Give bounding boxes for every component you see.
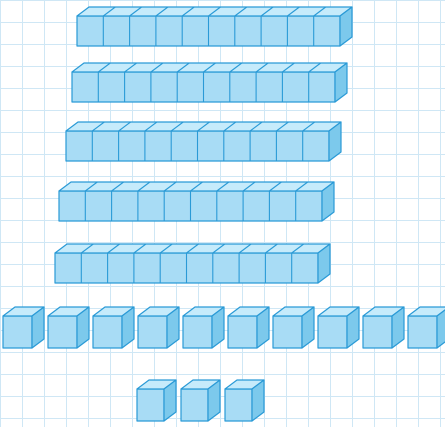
unit-cube-row-1-3 xyxy=(93,307,134,348)
unit-cube-row-1-10 xyxy=(408,307,445,348)
ten-rod-4 xyxy=(59,182,334,221)
ten-rod-3 xyxy=(66,122,341,161)
unit-cube-row-1-9 xyxy=(363,307,404,348)
unit-cube-row-1-4 xyxy=(138,307,179,348)
unit-cube-row-1-1 xyxy=(3,307,44,348)
ten-rod-5 xyxy=(55,244,330,283)
unit-cube-row-1-7 xyxy=(273,307,314,348)
ten-rod-2 xyxy=(72,63,347,102)
unit-cube-row-1-2 xyxy=(48,307,89,348)
unit-cube-row-2-1 xyxy=(137,380,176,421)
unit-cube-row-1-6 xyxy=(228,307,269,348)
unit-cube-row-2-3 xyxy=(225,380,264,421)
unit-cube-row-2-2 xyxy=(181,380,220,421)
unit-cube-row-1-5 xyxy=(183,307,224,348)
ten-rod-1 xyxy=(77,7,352,46)
unit-cube-row-1-8 xyxy=(318,307,359,348)
